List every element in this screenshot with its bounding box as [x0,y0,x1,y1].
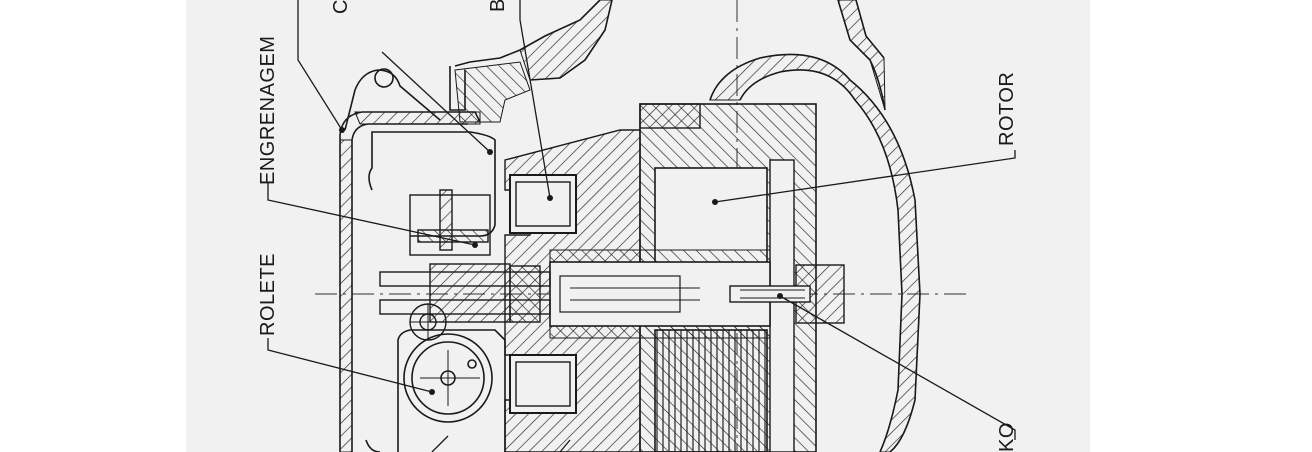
leader-lines [267,0,1016,452]
rotor-cap [639,103,701,129]
right-top-rim [837,0,886,111]
upper-shell-section [519,0,613,81]
upper-chamber [509,174,577,234]
shaft-inner [559,275,681,313]
gear-train [379,189,551,341]
right-casing-section [709,53,921,452]
outer-housing-wall [339,139,353,452]
rotor-end-ring [769,159,795,452]
label-rolete: ROLETE [257,253,279,336]
label-b: B [487,0,509,12]
flange-section [454,61,531,123]
shaft-collar-top [549,249,771,263]
leader-dots [339,127,783,395]
label-rotor: ROTOR [996,72,1018,146]
shaft-thread [570,287,805,301]
roller [397,329,506,452]
housing-top-wall [354,111,481,125]
label-c: C [330,0,352,14]
rotor-core-lower [654,329,768,452]
label-engrenagem: ENGRENAGEM [257,36,279,185]
upper-chamber-inner [515,181,571,227]
shaft-pin [729,285,811,303]
label-ko: KO [996,422,1018,452]
shaft-collar-bottom [549,325,771,339]
lower-chamber [509,354,577,414]
lower-chamber-inner [515,361,571,407]
